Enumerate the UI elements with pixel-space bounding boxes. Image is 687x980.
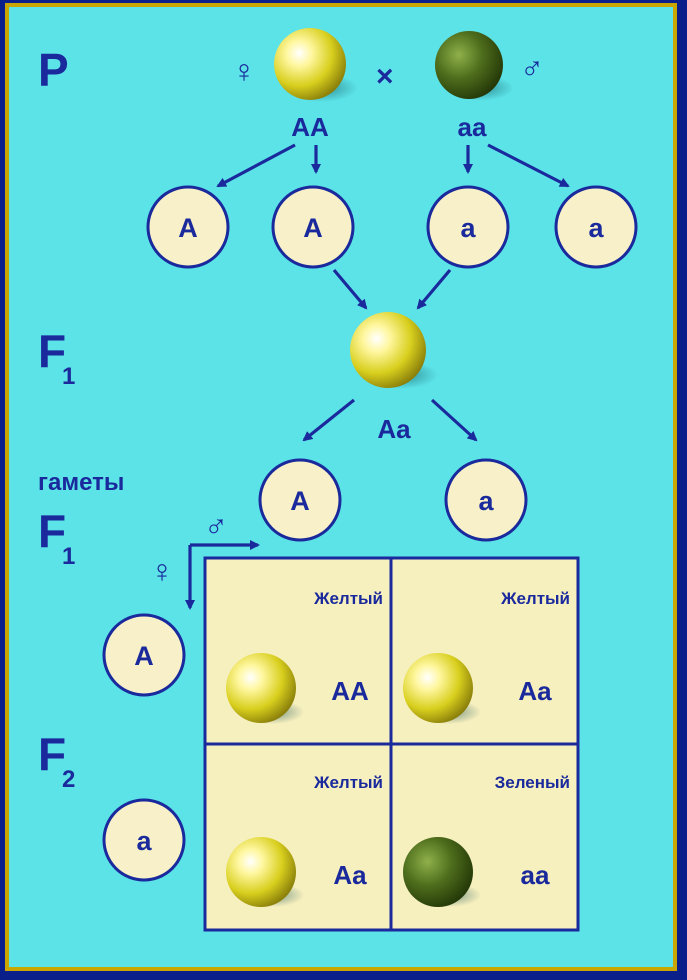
phenotype-label: Желтый bbox=[313, 773, 383, 792]
arrow-gamete-to-f1-left bbox=[332, 268, 368, 310]
gamete-circle bbox=[426, 185, 510, 269]
female-symbol-punnett: ♀ bbox=[150, 553, 174, 589]
yellow-pea-mother bbox=[274, 28, 346, 100]
arrow-aa-to-gamete-4 bbox=[487, 143, 570, 188]
f1-male-gamete-1: A bbox=[258, 458, 342, 542]
phenotype-label: Желтый bbox=[313, 589, 383, 608]
label-f2-sub: 2 bbox=[62, 766, 75, 793]
green-pea bbox=[403, 837, 473, 907]
green-pea-father bbox=[435, 31, 503, 99]
yellow-pea-f1 bbox=[350, 312, 426, 388]
male-symbol-punnett: ♂ bbox=[204, 507, 228, 543]
gamete-label: a bbox=[460, 213, 476, 243]
parent-gamete-4: a bbox=[554, 185, 638, 269]
punnett-square: Желтый AA Желтый Aa Желтый Aa Зеленый aa bbox=[203, 556, 580, 932]
mother-genotype: AA bbox=[291, 112, 329, 142]
gamete-circle bbox=[554, 185, 638, 269]
arrow-f1-to-gamete-b bbox=[430, 398, 478, 442]
gamete-circle bbox=[444, 458, 528, 542]
punnett-cell-2: Желтый Aa bbox=[403, 589, 570, 724]
parent-gamete-2: A bbox=[271, 185, 355, 269]
gamete-circle bbox=[258, 458, 342, 542]
genotype-label: AA bbox=[331, 676, 369, 706]
gamete-label: A bbox=[303, 213, 323, 243]
cross-symbol: × bbox=[376, 60, 394, 93]
gamete-circle bbox=[102, 798, 186, 882]
gamete-label: A bbox=[178, 213, 198, 243]
arrow-f1-to-gamete-a bbox=[302, 398, 355, 442]
female-symbol-parent: ♀ bbox=[232, 53, 256, 89]
parent-gamete-3: a bbox=[426, 185, 510, 269]
gamete-label: a bbox=[136, 826, 152, 856]
label-p: P bbox=[38, 44, 69, 96]
label-gametes: гаметы bbox=[38, 469, 124, 496]
punnett-cell-3: Желтый Aa bbox=[226, 773, 383, 907]
genotype-label: Aa bbox=[518, 676, 552, 706]
arrow-gamete-to-f1-right bbox=[416, 268, 452, 310]
gamete-label: a bbox=[478, 486, 494, 516]
yellow-pea bbox=[226, 653, 296, 723]
f1-genotype: Aa bbox=[377, 414, 411, 444]
genotype-label: aa bbox=[521, 860, 550, 890]
phenotype-label: Желтый bbox=[500, 589, 570, 608]
gamete-circle bbox=[102, 613, 186, 697]
f1-female-gamete-1: A bbox=[102, 613, 186, 697]
father-genotype: aa bbox=[458, 112, 487, 142]
gamete-circle bbox=[146, 185, 230, 269]
gamete-label: a bbox=[588, 213, 604, 243]
punnett-cell-4: Зеленый aa bbox=[403, 773, 570, 907]
label-f1-letter: F bbox=[38, 325, 66, 377]
gamete-label: A bbox=[290, 486, 310, 516]
label-f2-letter: F bbox=[38, 728, 66, 780]
label-gametes-f-letter: F bbox=[38, 505, 66, 557]
label-gametes-f-sub: 1 bbox=[62, 543, 75, 570]
arrow-aa-to-gamete-1 bbox=[216, 143, 296, 188]
yellow-pea bbox=[226, 837, 296, 907]
f1-male-gamete-2: a bbox=[444, 458, 528, 542]
parent-gamete-1: A bbox=[146, 185, 230, 269]
phenotype-label: Зеленый bbox=[495, 773, 570, 792]
label-f1-sub: 1 bbox=[62, 363, 75, 390]
gamete-circle bbox=[271, 185, 355, 269]
f1-female-gamete-2: a bbox=[102, 798, 186, 882]
male-symbol-parent: ♂ bbox=[520, 49, 544, 85]
gamete-label: A bbox=[134, 641, 154, 671]
genotype-label: Aa bbox=[333, 860, 367, 890]
punnett-cell-1: Желтый AA bbox=[226, 589, 383, 724]
yellow-pea bbox=[403, 653, 473, 723]
